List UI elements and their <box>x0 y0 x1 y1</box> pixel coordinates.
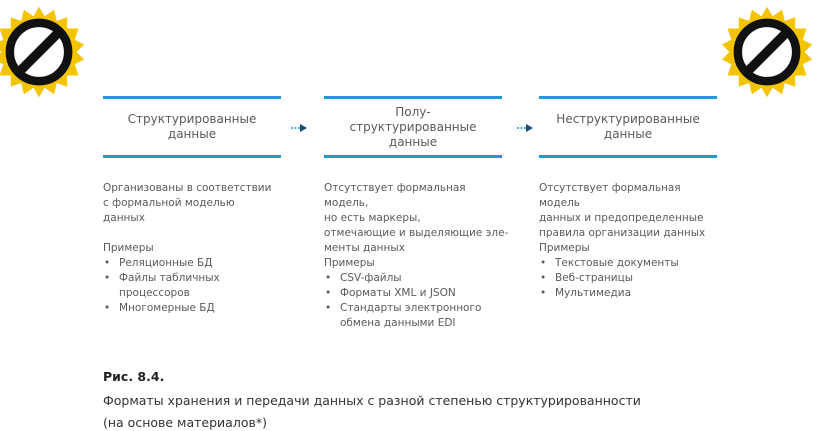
description-structured: Организованы в соответствии с формальной… <box>103 182 272 224</box>
examples-structured: Примеры Реляционные БД Файлы табличных п… <box>103 241 288 316</box>
examples-list: Реляционные БД Файлы табличных процессор… <box>103 256 288 316</box>
list-item: Мультимедиа <box>539 286 724 301</box>
examples-list: CSV-файлы Форматы XML и JSON Стандарты э… <box>324 271 509 331</box>
figure-caption-line: Форматы хранения и передачи данных с раз… <box>103 393 641 408</box>
list-item: Веб-страницы <box>539 271 724 286</box>
examples-label: Примеры <box>103 242 154 254</box>
figure-caption-line: (на основе материалов*) <box>103 415 267 430</box>
list-item: Многомерные БД <box>103 301 288 316</box>
examples-label: Примеры <box>539 242 590 254</box>
list-item: Текстовые документы <box>539 256 724 271</box>
arrow-right-icon <box>517 124 533 132</box>
arrow-right-icon <box>291 124 307 132</box>
examples-semi-structured: Примеры CSV-файлы Форматы XML и JSON Ста… <box>324 256 509 331</box>
description-unstructured: Отсутствует формальная модель данных и п… <box>539 182 706 239</box>
header-box-structured: Структурированные данные <box>103 96 281 158</box>
prohibited-icon <box>721 6 813 98</box>
header-structured: Структурированные данные <box>127 112 257 141</box>
header-unstructured: Неструктурированные данные <box>556 112 700 141</box>
list-item: Стандарты электронного обмена данными ED… <box>324 301 509 331</box>
examples-list: Текстовые документы Веб-страницы Мультим… <box>539 256 724 301</box>
list-item: Реляционные БД <box>103 256 288 271</box>
list-item: Форматы XML и JSON <box>324 286 509 301</box>
list-item: Файлы табличных процессоров <box>103 271 288 301</box>
prohibited-icon <box>0 6 85 98</box>
list-item: CSV-файлы <box>324 271 509 286</box>
header-semi-structured: Полу- структурированные данные <box>349 104 477 149</box>
description-semi-structured: Отсутствует формальная модель, но есть м… <box>324 182 509 254</box>
header-box-semi-structured: Полу- структурированные данные <box>324 96 502 158</box>
examples-label: Примеры <box>324 257 375 269</box>
figure-caption-title: Рис. 8.4. <box>103 369 165 384</box>
examples-unstructured: Примеры Текстовые документы Веб-страницы… <box>539 241 724 301</box>
header-box-unstructured: Неструктурированные данные <box>539 96 717 158</box>
